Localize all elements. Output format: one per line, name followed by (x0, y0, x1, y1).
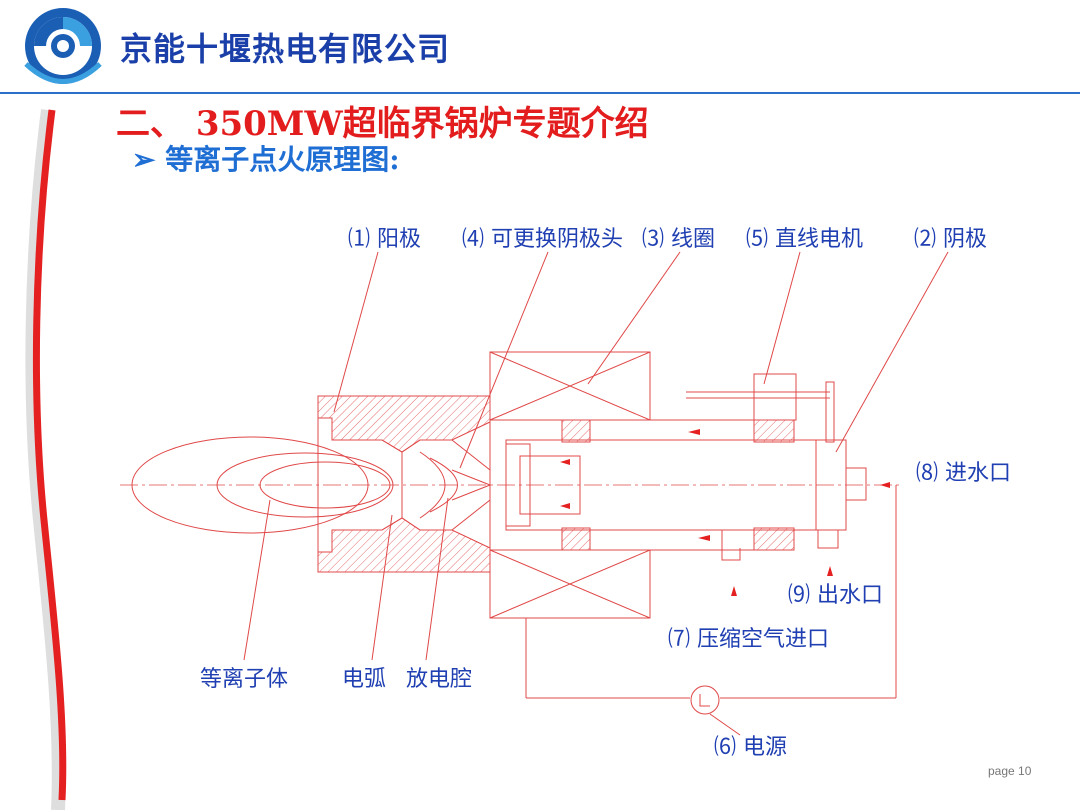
header-divider (0, 92, 1080, 94)
label-water-outlet: ⑼ 出水口 (788, 583, 883, 608)
label-chamber: 放电腔 (406, 667, 472, 692)
flow-arrows (560, 429, 890, 596)
company-logo (24, 8, 102, 84)
subtitle-text: 等离子点火原理图: (165, 143, 400, 176)
slide-subtitle: ➢ 等离子点火原理图: (132, 138, 400, 178)
slide-title: 二、 350MW超临界锅炉专题介绍 (116, 104, 649, 144)
label-cathode-head: ⑷ 可更换阴极头 (462, 227, 623, 252)
label-water-inlet: ⑻ 进水口 (916, 461, 1011, 486)
label-air-inlet: ⑺ 压缩空气进口 (668, 627, 829, 652)
bullet-arrow-icon: ➢ (132, 143, 156, 176)
label-coil: ⑶ 线圈 (642, 227, 715, 252)
decorative-swoosh (25, 109, 67, 810)
label-power: ⑹ 电源 (714, 735, 787, 760)
label-cathode: ⑵ 阴极 (914, 227, 987, 252)
label-anode: ⑴ 阳极 (348, 227, 421, 252)
label-plasma: 等离子体 (200, 667, 288, 692)
label-arc: 电弧 (342, 667, 386, 692)
page-number: page 10 (988, 764, 1032, 778)
drawing-lines (120, 251, 949, 736)
label-linear-motor: ⑸ 直线电机 (746, 227, 863, 252)
company-name: 京能十堰热电有限公司 (120, 30, 451, 68)
